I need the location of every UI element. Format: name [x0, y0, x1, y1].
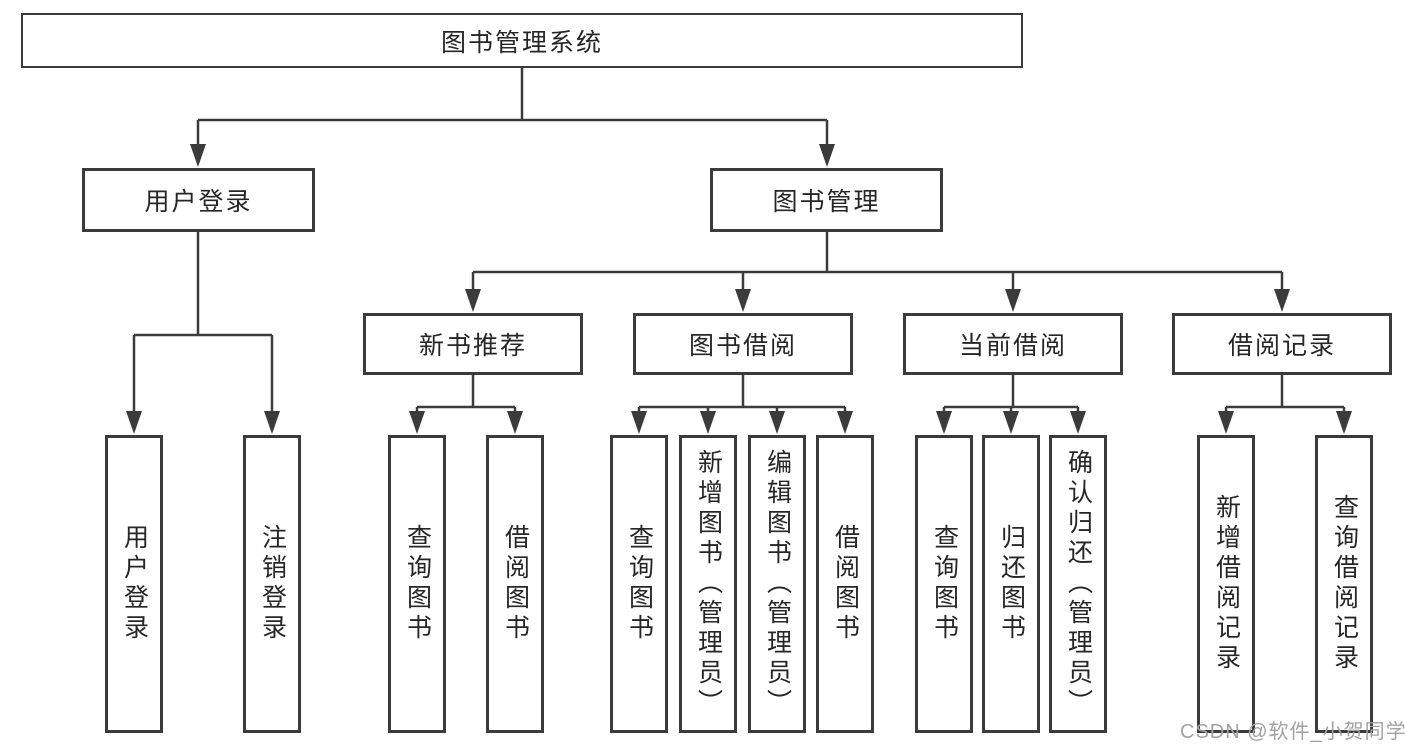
- leaf-user-login: 用户登录: [105, 435, 163, 733]
- leaf-add-books-admin: 新增图书（管理员）: [679, 435, 737, 733]
- leaf-label: 注销登录: [258, 524, 287, 644]
- arrowheads: [126, 144, 1352, 434]
- leaf-label: 借阅图书: [501, 524, 530, 644]
- leaf-search-books-recommend: 查询图书: [388, 435, 446, 733]
- node-root: 图书管理系统: [21, 13, 1023, 68]
- leaf-label: 用户登录: [120, 524, 149, 644]
- node-book-borrow-label: 图书借阅: [688, 332, 797, 360]
- leaf-label: 查询图书: [403, 524, 432, 644]
- leaf-label: 查询图书: [625, 524, 654, 644]
- node-current-borrow-label: 当前借阅: [958, 332, 1067, 360]
- leaf-label: 归还图书: [997, 524, 1026, 644]
- leaf-search-books-current: 查询图书: [915, 435, 973, 733]
- node-user-login-label: 用户登录: [144, 188, 253, 216]
- leaf-search-borrow-record: 查询借阅记录: [1315, 435, 1373, 733]
- leaf-label: 新增借阅记录: [1212, 494, 1241, 674]
- leaf-label: 确认归还（管理员）: [1064, 449, 1093, 719]
- leaf-search-books-borrow: 查询图书: [610, 435, 668, 733]
- leaf-borrow-books: 借阅图书: [816, 435, 874, 733]
- node-borrow-records: 借阅记录: [1172, 313, 1392, 375]
- node-new-book-recommend-label: 新书推荐: [418, 332, 527, 360]
- csdn-watermark: CSDN @软件_小贺同学: [1180, 721, 1405, 743]
- node-book-management: 图书管理: [710, 168, 943, 232]
- leaf-add-borrow-record: 新增借阅记录: [1197, 435, 1255, 733]
- node-root-label: 图书管理系统: [440, 28, 603, 57]
- node-book-borrow: 图书借阅: [633, 313, 853, 375]
- leaf-logout: 注销登录: [243, 435, 301, 733]
- leaf-label: 查询借阅记录: [1330, 494, 1359, 674]
- leaf-edit-books-admin: 编辑图书（管理员）: [748, 435, 806, 733]
- leaf-label: 新增图书（管理员）: [694, 449, 723, 719]
- leaf-return-books: 归还图书: [982, 435, 1040, 733]
- node-borrow-records-label: 借阅记录: [1227, 332, 1336, 360]
- leaf-label: 借阅图书: [831, 524, 860, 644]
- node-user-login: 用户登录: [82, 168, 315, 232]
- leaf-label: 编辑图书（管理员）: [763, 449, 792, 719]
- leaf-borrow-books-recommend: 借阅图书: [486, 435, 544, 733]
- leaf-label: 查询图书: [930, 524, 959, 644]
- node-book-management-label: 图书管理: [772, 188, 881, 216]
- node-new-book-recommend: 新书推荐: [363, 313, 583, 375]
- node-current-borrow: 当前借阅: [903, 313, 1123, 375]
- leaf-confirm-return-admin: 确认归还（管理员）: [1049, 435, 1107, 733]
